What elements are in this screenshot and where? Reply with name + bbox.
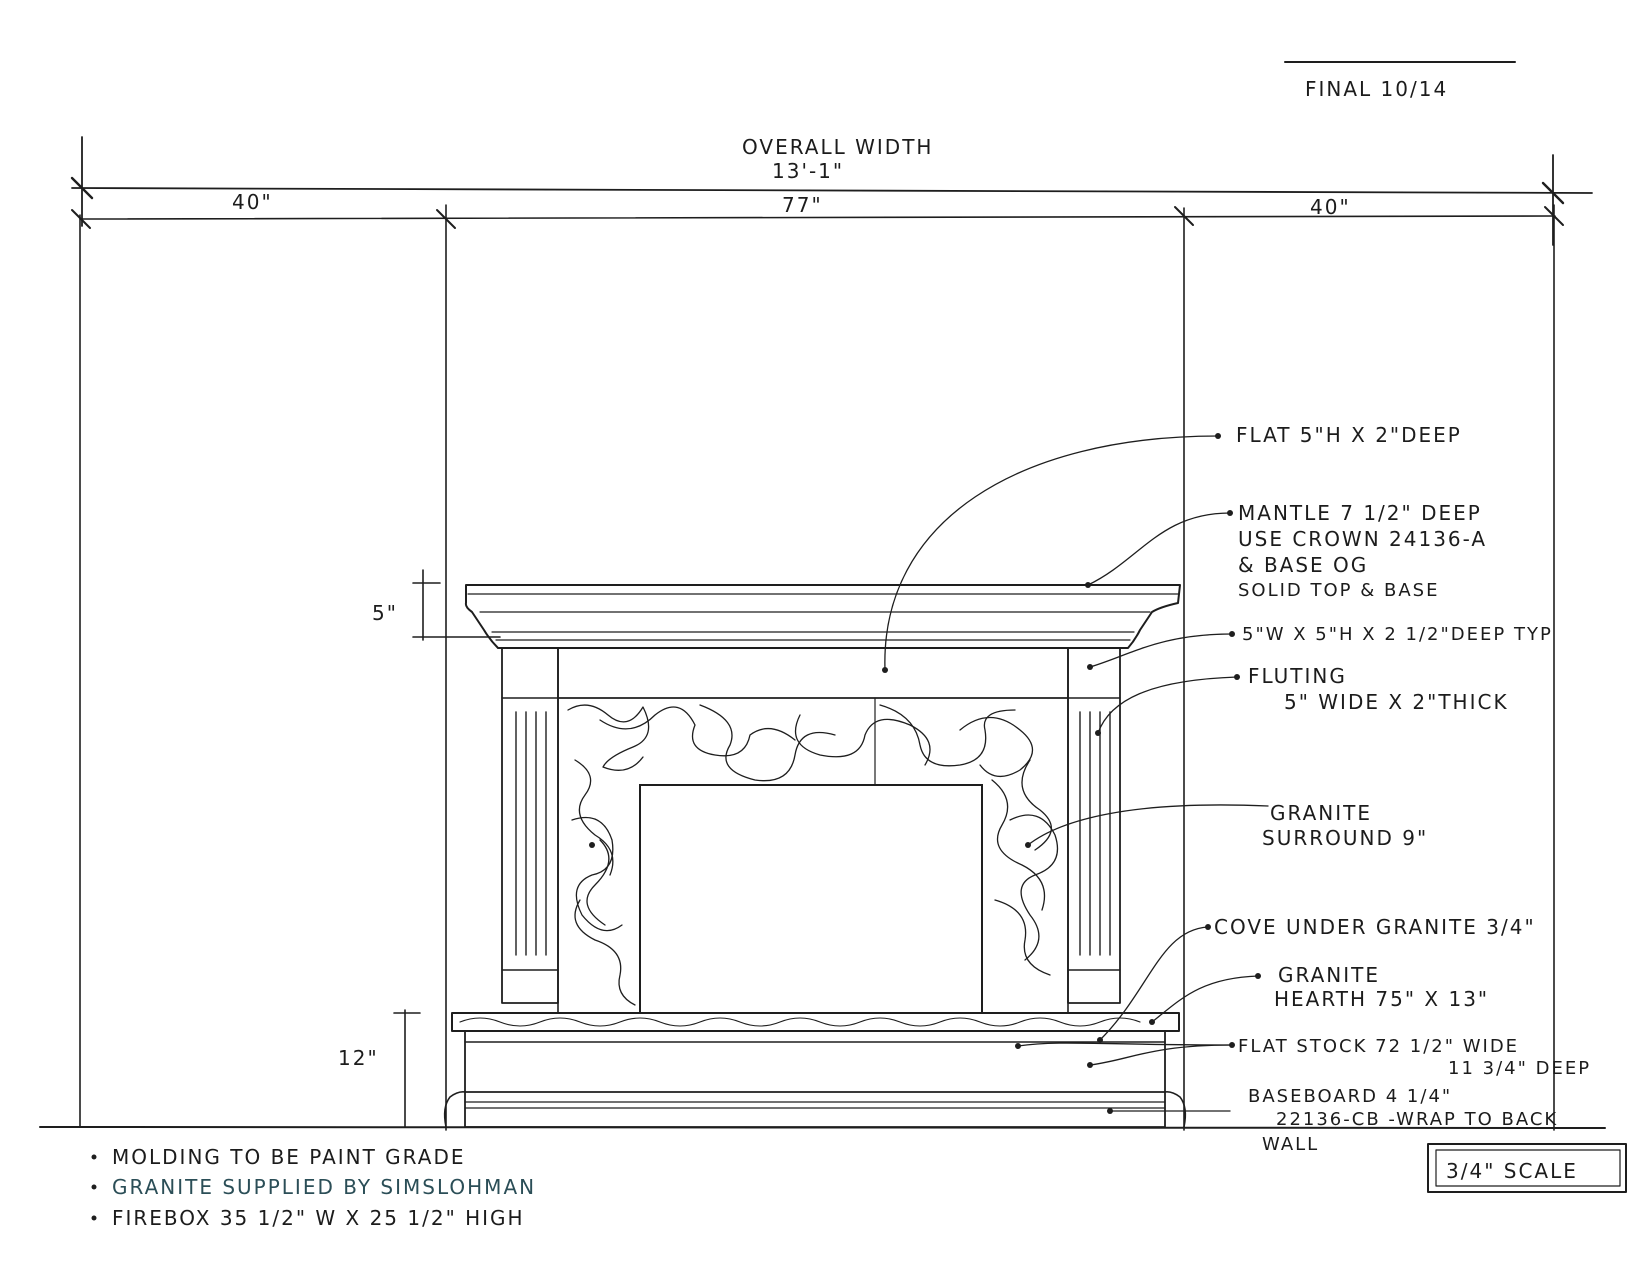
callout-baseboard: BASEBOARD 4 1/4" 22136-CB -WRAP TO BACK … (1248, 1086, 1558, 1155)
note-molding: MOLDING TO BE PAINT GRADE (112, 1145, 466, 1169)
mantle-height-label: 5" (372, 601, 398, 625)
granite-surround (557, 697, 1069, 1014)
overall-width-value: 13'-1" (772, 159, 844, 183)
svg-text:FLAT 5"H X 2"DEEP: FLAT 5"H X 2"DEEP (1236, 423, 1462, 447)
right-width-label: 40" (1310, 195, 1351, 219)
mantle-shelf (464, 584, 1181, 649)
leader-lines (884, 435, 1269, 1112)
callout-mantle: MANTLE 7 1/2" DEEP USE CROWN 24136-A & B… (1238, 501, 1487, 601)
scale-box: 3/4" SCALE (1427, 1143, 1627, 1193)
mantle-height-dimension: 5" (372, 569, 501, 641)
overall-dimension: OVERALL WIDTH 13'-1" (70, 135, 1593, 246)
svg-text:11 3/4" DEEP: 11 3/4" DEEP (1448, 1058, 1591, 1079)
svg-text:COVE UNDER GRANITE 3/4": COVE UNDER GRANITE 3/4" (1214, 915, 1536, 939)
right-pilaster (1067, 647, 1121, 1004)
svg-text:HEARTH 75" X 13": HEARTH 75" X 13" (1274, 987, 1489, 1011)
svg-text:22136-CB -WRAP TO BACK: 22136-CB -WRAP TO BACK (1276, 1109, 1558, 1130)
leader-dots (589, 433, 1261, 1114)
callout-flat-stock: FLAT STOCK 72 1/2" WIDE 11 3/4" DEEP (1238, 1036, 1591, 1079)
frieze (557, 647, 1069, 699)
baseboard (443, 1091, 1187, 1128)
svg-text:5"W X 5"H X 2 1/2"DEEP TYP: 5"W X 5"H X 2 1/2"DEEP TYP (1242, 624, 1553, 645)
svg-text:GRANITE: GRANITE (1270, 801, 1372, 825)
callout-pilaster: 5"W X 5"H X 2 1/2"DEEP TYP (1242, 624, 1553, 645)
svg-text:SURROUND 9": SURROUND 9" (1262, 826, 1428, 850)
callout-fluting: FLUTING 5" WIDE X 2"THICK (1248, 664, 1509, 714)
callout-cove: COVE UNDER GRANITE 3/4" (1214, 915, 1536, 939)
svg-text:GRANITE: GRANITE (1278, 963, 1380, 987)
svg-text:5" WIDE X 2"THICK: 5" WIDE X 2"THICK (1284, 690, 1509, 714)
svg-text:WALL: WALL (1262, 1134, 1319, 1155)
segment-dimensions: 40" 77" 40" (71, 190, 1564, 229)
status-stamp: FINAL 10/14 (1305, 77, 1448, 101)
callout-hearth: GRANITE HEARTH 75" X 13" (1274, 963, 1489, 1011)
left-width-label: 40" (232, 190, 273, 214)
svg-text:FLAT STOCK 72 1/2" WIDE: FLAT STOCK 72 1/2" WIDE (1238, 1036, 1519, 1057)
overall-width-label: OVERALL WIDTH (742, 135, 933, 159)
firebox-opening (639, 784, 983, 1014)
flat-stock (464, 1030, 1166, 1093)
svg-text:MANTLE 7 1/2" DEEP: MANTLE 7 1/2" DEEP (1238, 501, 1482, 525)
hearth-height-dimension: 12" (338, 1009, 421, 1128)
callout-granite-surround: GRANITE SURROUND 9" (1262, 801, 1428, 850)
note-firebox: FIREBOX 35 1/2" W X 25 1/2" HIGH (112, 1206, 525, 1230)
center-width-label: 77" (782, 193, 823, 217)
callout-flat-top: FLAT 5"H X 2"DEEP (1236, 423, 1462, 447)
scale-label: 3/4" SCALE (1446, 1159, 1578, 1183)
granite-hearth (451, 1012, 1180, 1032)
svg-text:USE CROWN 24136-A: USE CROWN 24136-A (1238, 527, 1487, 551)
svg-text:BASEBOARD 4 1/4": BASEBOARD 4 1/4" (1248, 1086, 1452, 1107)
note-granite: GRANITE SUPPLIED BY SIMSLOHMAN (112, 1175, 536, 1199)
hearth-height-label: 12" (338, 1046, 379, 1070)
svg-text:& BASE OG: & BASE OG (1238, 553, 1368, 577)
left-pilaster (501, 647, 559, 1004)
general-notes: MOLDING TO BE PAINT GRADE GRANITE SUPPLI… (91, 1145, 536, 1230)
svg-text:FLUTING: FLUTING (1248, 664, 1347, 688)
svg-text:SOLID TOP & BASE: SOLID TOP & BASE (1238, 580, 1439, 601)
title-block: FINAL 10/14 (1284, 61, 1516, 101)
